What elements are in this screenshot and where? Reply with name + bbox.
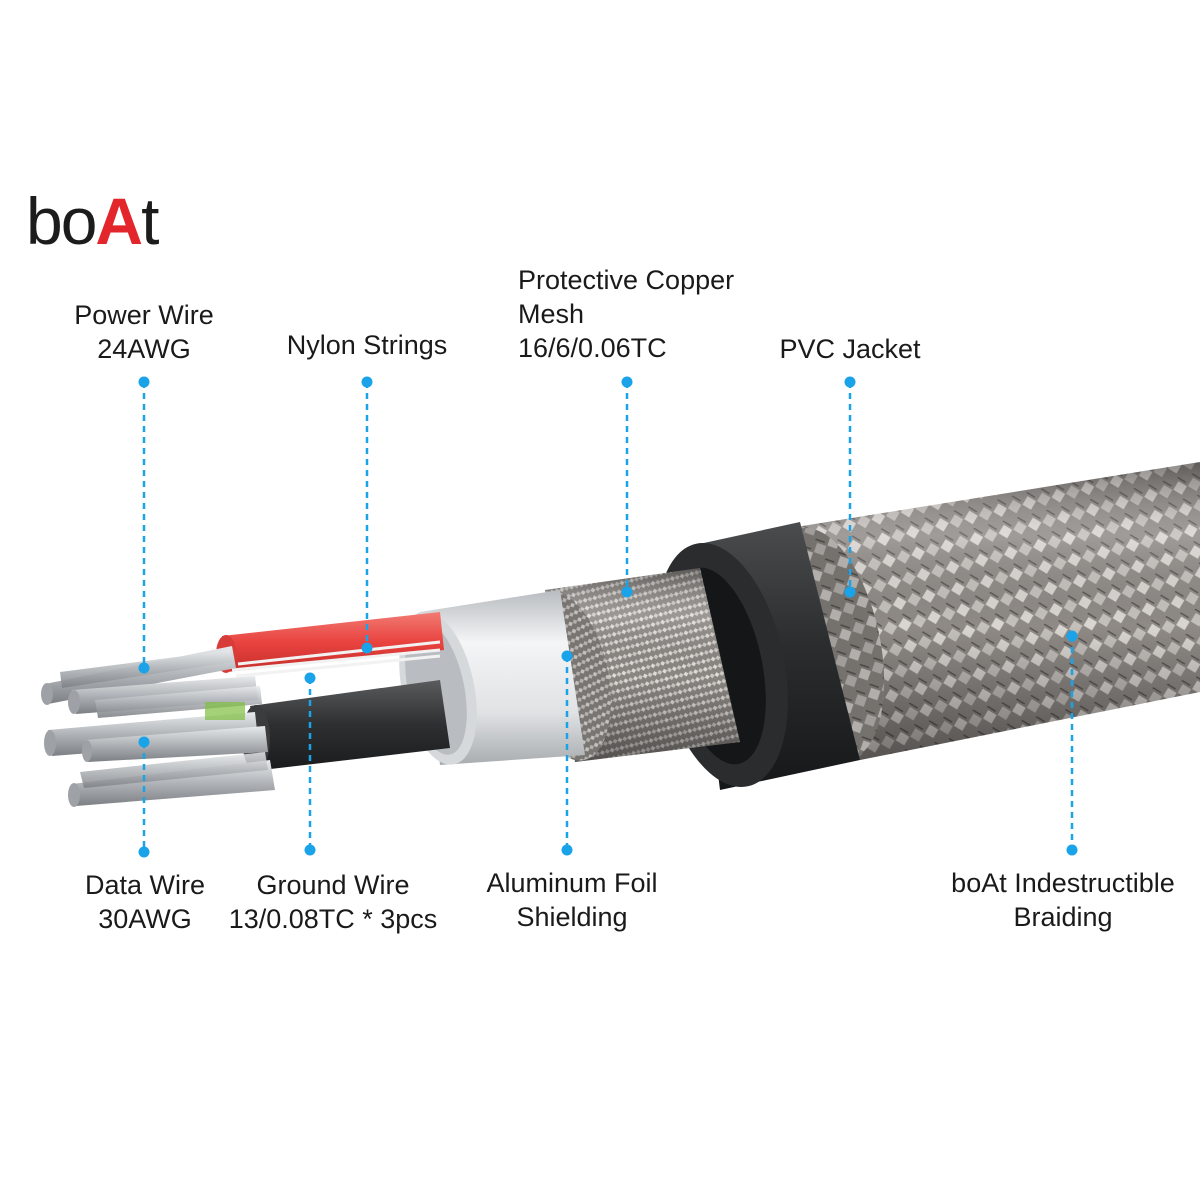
label-line: Protective Copper	[518, 265, 735, 295]
logo-letter-t: t	[141, 184, 159, 258]
label-line: boAt Indestructible	[951, 868, 1175, 898]
leader-dot	[304, 844, 316, 856]
leader-dot	[561, 844, 573, 856]
label-line: Mesh	[518, 299, 585, 329]
label-pvc-jacket: PVC Jacket	[750, 332, 950, 366]
label-foil-shielding: Aluminum Foil Shielding	[457, 866, 687, 934]
logo-letters-bo: bo	[26, 184, 97, 258]
label-line: 16/6/0.06TC	[518, 333, 667, 363]
label-braiding: boAt Indestructible Braiding	[928, 866, 1198, 934]
strand-tips	[41, 683, 92, 807]
green-wire-glimpse	[205, 702, 245, 720]
label-line: 13/0.08TC * 3pcs	[228, 904, 438, 934]
label-data-wire: Data Wire 30AWG	[45, 868, 245, 936]
label-line: 24AWG	[97, 334, 191, 364]
label-line: 30AWG	[98, 904, 192, 934]
leader-dot	[361, 642, 373, 654]
leader-dot	[138, 662, 150, 674]
leader-dot	[1066, 630, 1078, 642]
leader-dot	[138, 376, 150, 388]
leader-dot	[844, 586, 856, 598]
brand-logo: boAt	[26, 184, 159, 258]
label-line: Ground Wire	[256, 870, 410, 900]
label-line: Data Wire	[84, 870, 206, 900]
nylon-string-bundle	[231, 640, 441, 678]
leader-dot	[621, 376, 633, 388]
label-ground-wire: Ground Wire 13/0.08TC * 3pcs	[203, 868, 463, 936]
label-copper-mesh: Protective Copper Mesh 16/6/0.06TC	[518, 263, 798, 365]
label-line: PVC Jacket	[779, 334, 921, 364]
leader-dot	[138, 736, 150, 748]
leader-dot	[304, 672, 316, 684]
leader-dot	[561, 650, 573, 662]
label-line: Aluminum Foil	[486, 868, 658, 898]
leader-dot	[361, 376, 373, 388]
label-nylon-strings: Nylon Strings	[267, 328, 467, 362]
conductor-strands	[45, 646, 275, 806]
logo-letter-a: A	[95, 184, 143, 258]
leader-dot	[138, 846, 150, 858]
label-line: Power Wire	[74, 300, 214, 330]
label-power-wire: Power Wire 24AWG	[44, 298, 244, 366]
leader-dot	[1066, 844, 1078, 856]
label-line: Nylon Strings	[286, 330, 448, 360]
label-line: Braiding	[1013, 902, 1113, 932]
leader-dot	[621, 586, 633, 598]
label-line: Shielding	[516, 902, 628, 932]
leader-dot	[844, 376, 856, 388]
